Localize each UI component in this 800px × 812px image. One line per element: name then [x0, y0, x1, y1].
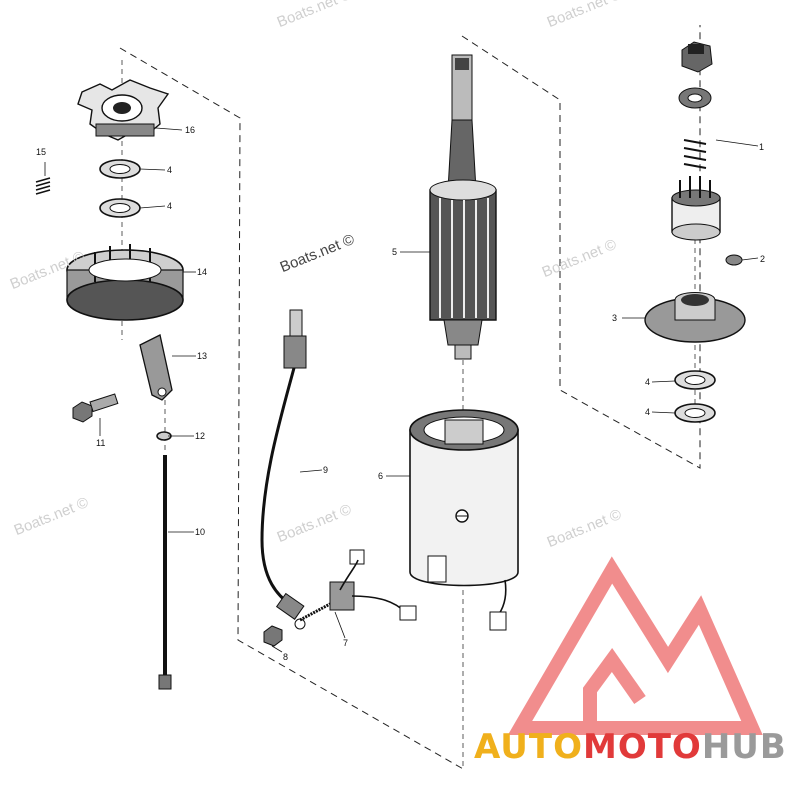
callout-15: 15	[36, 147, 46, 157]
brush-holder-ring-part	[66, 244, 184, 321]
callout-16: 16	[185, 125, 195, 135]
bolt-part	[72, 393, 119, 423]
callout-12: 12	[195, 431, 205, 441]
callout-4-left-upper: 4	[167, 165, 172, 175]
motor-frame-part	[409, 409, 519, 631]
cap-nut-part	[681, 41, 713, 73]
pinion-spring-part	[683, 139, 707, 169]
callout-labels: 1 2 3 4 4 4 4 5 6 7 8 9 10 11 12 13 14 1…	[36, 125, 765, 662]
logo-part-auto: AUTO	[474, 727, 583, 767]
callout-9: 9	[323, 465, 328, 475]
logo-part-moto: MOTO	[582, 727, 702, 767]
callout-13: 13	[197, 351, 207, 361]
dashed-outline-right	[461, 25, 701, 469]
washer-right-part	[674, 370, 716, 423]
small-nut-part	[725, 254, 743, 266]
callout-4-left-lower: 4	[167, 201, 172, 211]
dashed-outline-left	[119, 47, 466, 771]
automotohub-logo-mark	[507, 556, 763, 735]
callout-4-right-upper: 4	[645, 377, 650, 387]
through-bolt-part	[158, 455, 172, 690]
nut-part	[263, 625, 283, 647]
callout-1: 1	[759, 142, 764, 152]
callout-2: 2	[760, 254, 765, 264]
callout-6: 6	[378, 471, 383, 481]
washer-part	[99, 159, 141, 218]
automotohub-logo-text: AUTOMOTOHUB	[474, 727, 787, 767]
brush-assembly-part	[299, 549, 417, 622]
callout-3: 3	[612, 313, 617, 323]
logo-part-hub: HUB	[701, 727, 787, 767]
stop-collar-part	[678, 87, 712, 109]
spring-part	[35, 177, 51, 195]
armature-part	[429, 54, 497, 360]
end-plate-part	[77, 79, 170, 141]
callout-7: 7	[343, 638, 348, 648]
callout-8: 8	[283, 652, 288, 662]
callout-10: 10	[195, 527, 205, 537]
lead-wire-part	[260, 309, 307, 630]
callout-14: 14	[197, 267, 207, 277]
drive-pinion-part	[671, 176, 721, 241]
callout-11: 11	[96, 438, 105, 448]
drive-end-cap-part	[644, 292, 746, 343]
leader-lines	[44, 127, 759, 653]
callout-4-right-lower: 4	[645, 407, 650, 417]
terminal-lever-part	[139, 334, 173, 401]
callout-5: 5	[392, 247, 397, 257]
